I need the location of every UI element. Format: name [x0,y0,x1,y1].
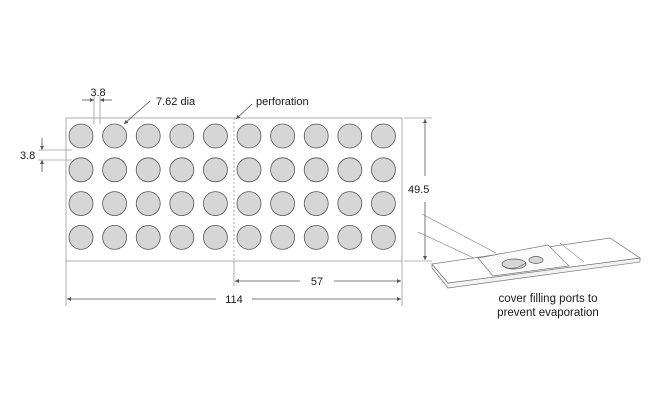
total-width-label: 114 [225,294,243,306]
wells-grid [68,123,396,250]
perforation-label: perforation [256,96,309,108]
perforation-leader [235,103,253,120]
well [236,191,262,217]
well [236,157,262,183]
well [68,123,94,149]
cover-sheet-edge [559,242,585,263]
spacing-v-label: 3.8 [20,150,35,162]
diameter-label: 7.62 dia [156,96,196,108]
well [270,123,296,149]
well [236,224,262,250]
well [102,191,127,217]
well [169,157,195,183]
well [337,191,363,217]
height-label: 49.5 [408,184,429,196]
diameter-leader [123,100,151,125]
well [202,224,228,250]
well [236,123,262,149]
well [102,224,127,250]
well [135,157,161,183]
well [68,191,94,217]
spacing-h-label: 3.8 [90,87,105,99]
well [135,123,161,149]
well [337,157,363,183]
half-width-label: 57 [311,276,323,288]
slide-isometric-view [431,237,641,289]
cover-sheet [477,244,570,277]
well [202,123,228,149]
well [135,191,161,217]
well [370,191,396,217]
well [270,191,296,217]
well [135,224,161,250]
well [270,157,296,183]
well [68,224,94,250]
port-cover-curve [502,262,527,269]
caption-line1: cover filling ports to [498,293,597,305]
well [337,224,363,250]
well [169,123,195,149]
well [102,157,127,183]
well [270,224,296,250]
well [202,157,228,183]
well [370,157,396,183]
well [303,224,329,250]
well [370,123,396,149]
well [303,157,329,183]
well [169,224,195,250]
well [303,191,329,217]
caption-line2: prevent evaporation [497,307,599,319]
well [370,224,396,250]
well [303,123,329,149]
port-cover-right [528,256,544,264]
well [102,123,127,149]
well [68,157,94,183]
zoom-leader-top [421,213,497,254]
well [202,191,228,217]
well [169,191,195,217]
well [337,123,363,149]
